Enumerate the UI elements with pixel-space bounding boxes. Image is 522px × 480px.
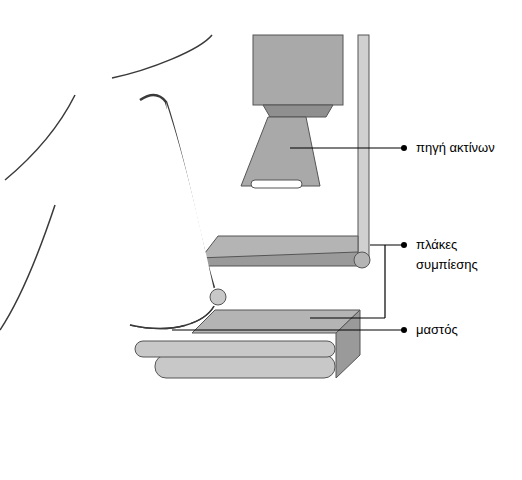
tube-housing bbox=[253, 35, 343, 105]
ray-source bbox=[241, 117, 320, 186]
upper-plate-edge bbox=[198, 252, 358, 266]
breast-underside bbox=[130, 306, 214, 329]
part-label: πηγή ακτίνων bbox=[416, 138, 498, 158]
forearm bbox=[155, 355, 335, 378]
source-window bbox=[251, 180, 302, 188]
pivot bbox=[354, 252, 370, 268]
leader-lines bbox=[172, 148, 403, 330]
lower-plate-side bbox=[336, 310, 360, 378]
tube-neck bbox=[263, 105, 333, 117]
leader-dots bbox=[401, 145, 407, 333]
part-label: μαστός bbox=[416, 320, 498, 340]
part-label: πλάκες συμπίεσης bbox=[416, 235, 498, 275]
nipple bbox=[210, 289, 226, 305]
hand bbox=[135, 341, 335, 357]
